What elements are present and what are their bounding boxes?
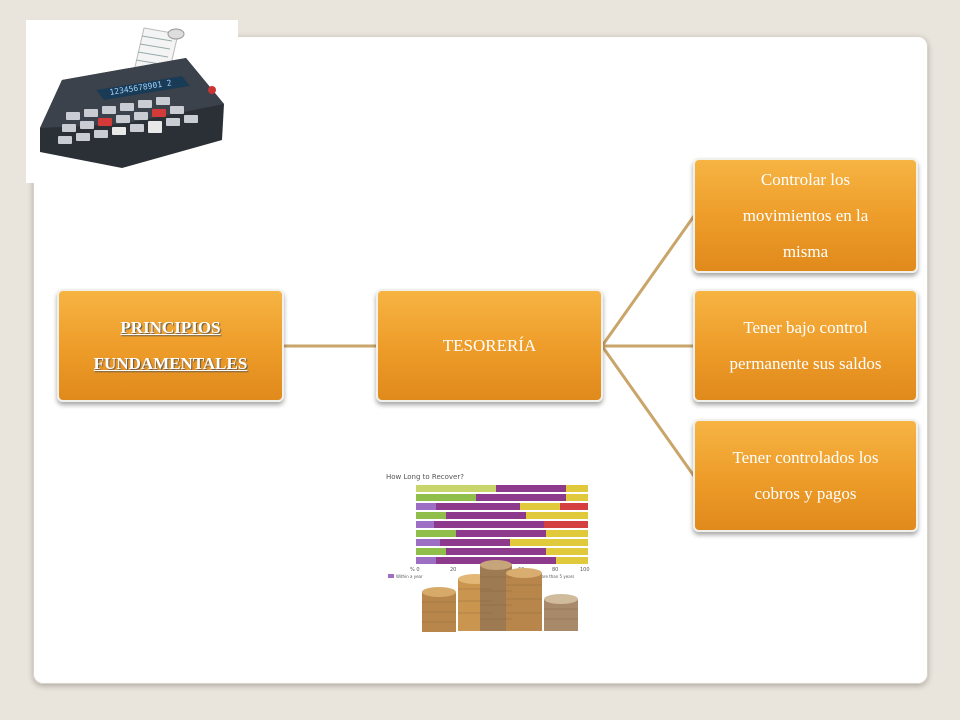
middle-node-tesoreria: TESORERÍA	[376, 289, 603, 402]
child-1-line3: misma	[782, 241, 829, 261]
chart-coins-image: How Long to Recover? % 0 20 40 60 80 100…	[380, 467, 593, 640]
calculator-image: 12345678901 2	[26, 20, 238, 183]
child-node-1: Controlar los movimientos en la misma	[693, 158, 918, 273]
root-label-line1: PRINCIPIOS	[120, 317, 221, 337]
chart-legend-1: Within a year	[396, 574, 423, 579]
child-node-2: Tener bajo control permanente sus saldos	[693, 289, 918, 402]
root-node-principios: PRINCIPIOS FUNDAMENTALES	[57, 289, 284, 402]
chart-axis-100: 100	[580, 567, 590, 573]
middle-label: TESORERÍA	[442, 335, 537, 355]
root-label-line2: FUNDAMENTALES	[93, 353, 248, 373]
chart-axis-20: 20	[450, 567, 456, 573]
child-3-line1: Tener controlados los	[732, 447, 879, 467]
child-1-line1: Controlar los	[760, 169, 851, 189]
chart-image-title: How Long to Recover?	[386, 473, 464, 481]
child-2-line1: Tener bajo control	[743, 317, 868, 337]
chart-axis-80: 80	[552, 567, 558, 573]
child-1-line2: movimientos en la	[742, 205, 869, 225]
chart-legend-2: More than 5 years	[538, 574, 574, 579]
child-node-3: Tener controlados los cobros y pagos	[693, 419, 918, 532]
chart-axis-0: % 0	[410, 567, 420, 573]
child-2-line2: permanente sus saldos	[729, 353, 882, 373]
child-3-line2: cobros y pagos	[754, 483, 857, 503]
